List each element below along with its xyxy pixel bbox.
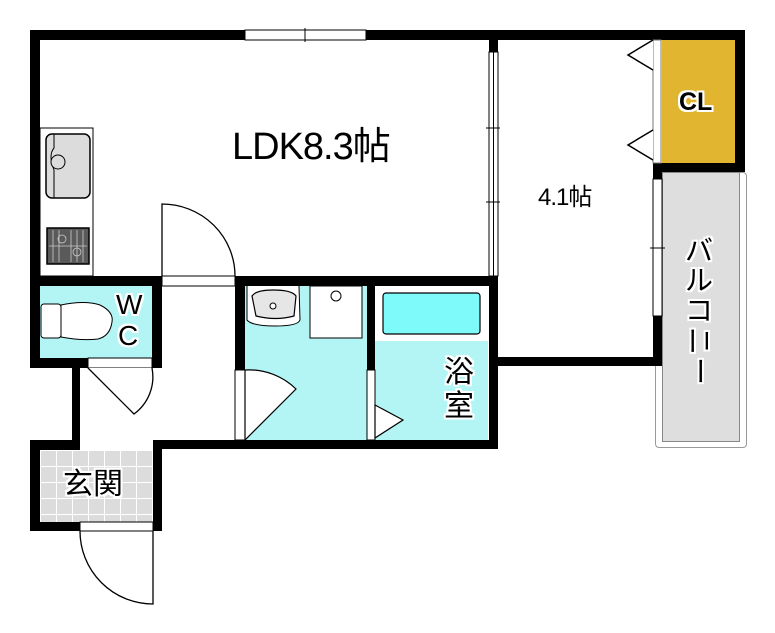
closet-label: CL <box>679 88 713 116</box>
door-ldk <box>161 203 236 287</box>
door-entrance <box>79 521 154 605</box>
door-wc <box>87 357 154 415</box>
wall-bath-left-top <box>367 276 375 370</box>
balcony-char-2: ル <box>684 264 713 297</box>
ldk-label: LDK8.3帖 <box>232 126 391 168</box>
balcony-char-1: バ <box>684 234 713 267</box>
wall-entrance-left <box>30 440 40 531</box>
toilet-fixture <box>40 302 113 341</box>
entrance-label: 玄関 <box>63 467 123 502</box>
bedroom-label: 4.1帖 <box>538 184 592 211</box>
sliding-door-ldk-bedroom <box>486 51 500 277</box>
wc-label-c: C <box>118 320 139 351</box>
wall-hall-left <box>72 358 80 450</box>
wall-top-left <box>30 30 245 40</box>
entrance-room <box>40 450 153 522</box>
closet-doors <box>626 39 662 164</box>
wall-wash-left-top <box>235 276 245 370</box>
wall-ldk-bottom-right <box>235 276 498 286</box>
entrance-step <box>80 440 153 450</box>
balcony-char-4: ニ <box>683 326 716 355</box>
bathroom-label-1: 浴 <box>444 355 474 390</box>
door-washroom <box>234 369 297 442</box>
bedroom-room <box>498 40 653 360</box>
wall-ldk-bottom-left <box>30 276 162 286</box>
kitchen-counter <box>39 127 94 277</box>
balcony-label: バ ル コ ニ ー <box>683 234 716 386</box>
wall-closet-bottom <box>653 163 745 172</box>
ldk-room <box>40 40 489 276</box>
closet-room <box>662 40 735 163</box>
wc-label-w: W <box>116 289 143 320</box>
wall-wc-bottom <box>30 358 90 368</box>
washing-machine-space <box>309 285 363 339</box>
wall-entrance-bottom <box>30 522 80 531</box>
window-balcony <box>650 178 665 317</box>
washbasin <box>246 285 301 327</box>
balcony-char-5: ー <box>683 356 716 385</box>
wall-wc-right <box>152 276 162 368</box>
wall-entrance-top-left <box>30 440 80 450</box>
wall-closet-left <box>653 163 662 179</box>
balcony-char-3: コ <box>684 294 713 327</box>
wall-top-right <box>366 30 745 40</box>
door-bathroom <box>366 369 405 441</box>
wall-bedroom-right-low <box>653 316 662 366</box>
bathtub <box>375 286 488 341</box>
wall-entrance-right <box>153 440 162 531</box>
wall-closet-right <box>735 30 745 172</box>
wall-wc-bottom-right <box>152 358 162 368</box>
wall-partition-top <box>489 30 498 52</box>
wall-bath-bottom <box>153 440 498 449</box>
wall-bedroom-bottom <box>489 357 662 366</box>
wall-left <box>30 30 40 368</box>
window-top <box>244 28 367 42</box>
bathroom-label-2: 室 <box>444 389 474 424</box>
